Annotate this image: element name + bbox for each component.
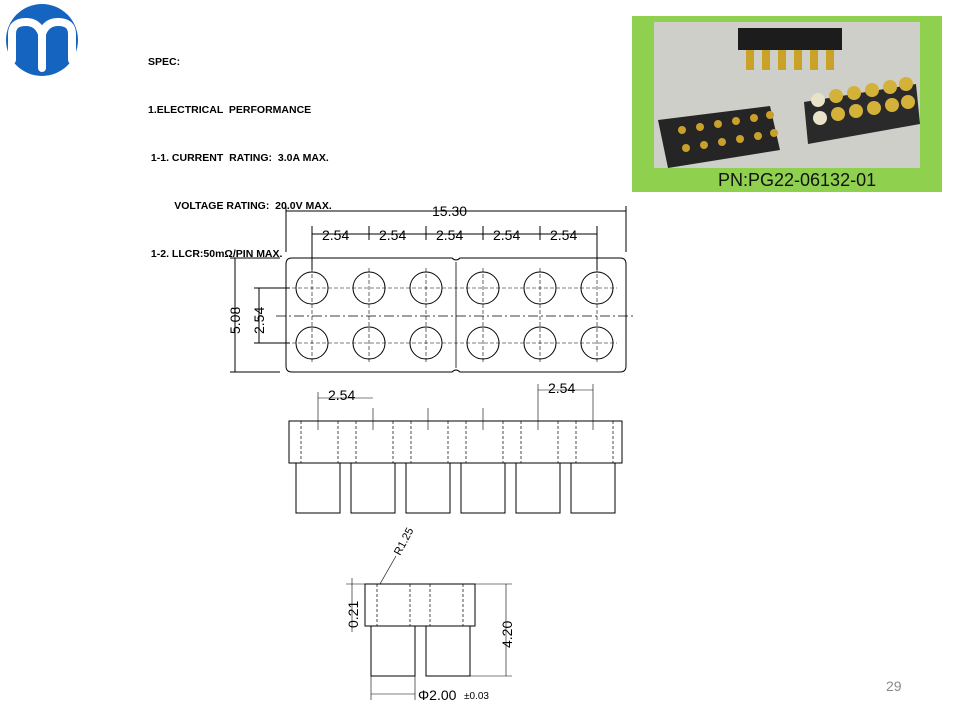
dim-front-pitch-left: 2.54 <box>328 387 355 403</box>
top-view <box>230 206 636 373</box>
dim-overall-width: 15.30 <box>432 203 467 219</box>
dim-height-total: 5.08 <box>227 307 243 334</box>
dim-flange: 0.21 <box>345 601 361 628</box>
side-view <box>346 555 512 700</box>
dim-front-pitch-right: 2.54 <box>548 380 575 396</box>
product-photo-frame: PN:PG22-06132-01 <box>632 16 942 192</box>
page-number: 29 <box>886 678 902 694</box>
spec-block: SPEC: 1.ELECTRICAL PERFORMANCE 1-1. CURR… <box>148 22 332 278</box>
spec-current: 1-1. CURRENT RATING: 3.0A MAX. <box>148 152 329 164</box>
dim-pitch-3: 2.54 <box>436 227 463 243</box>
spec-section: 1.ELECTRICAL PERFORMANCE <box>148 104 312 116</box>
dim-pitch-1: 2.54 <box>322 227 349 243</box>
product-photo <box>654 22 920 168</box>
spec-voltage: VOLTAGE RATING: 20.0V MAX. <box>148 200 332 212</box>
company-logo <box>6 4 78 76</box>
dim-pitch-2: 2.54 <box>379 227 406 243</box>
part-number: PN:PG22-06132-01 <box>718 170 877 190</box>
dim-pitch-4: 2.54 <box>493 227 520 243</box>
spec-heading: SPEC: <box>148 56 181 68</box>
dim-tolerance: ±0.03 <box>464 691 489 702</box>
dim-radius: R1.25 <box>392 526 416 558</box>
dim-pitch-5: 2.54 <box>550 227 577 243</box>
dim-diameter: Φ2.00 <box>418 687 457 703</box>
spec-llcr: 1-2. LLCR:50mΩ/PIN MAX. <box>148 248 283 260</box>
dim-length: 4.20 <box>499 621 515 648</box>
dim-row-pitch: 2.54 <box>251 307 267 334</box>
front-view <box>288 384 623 514</box>
